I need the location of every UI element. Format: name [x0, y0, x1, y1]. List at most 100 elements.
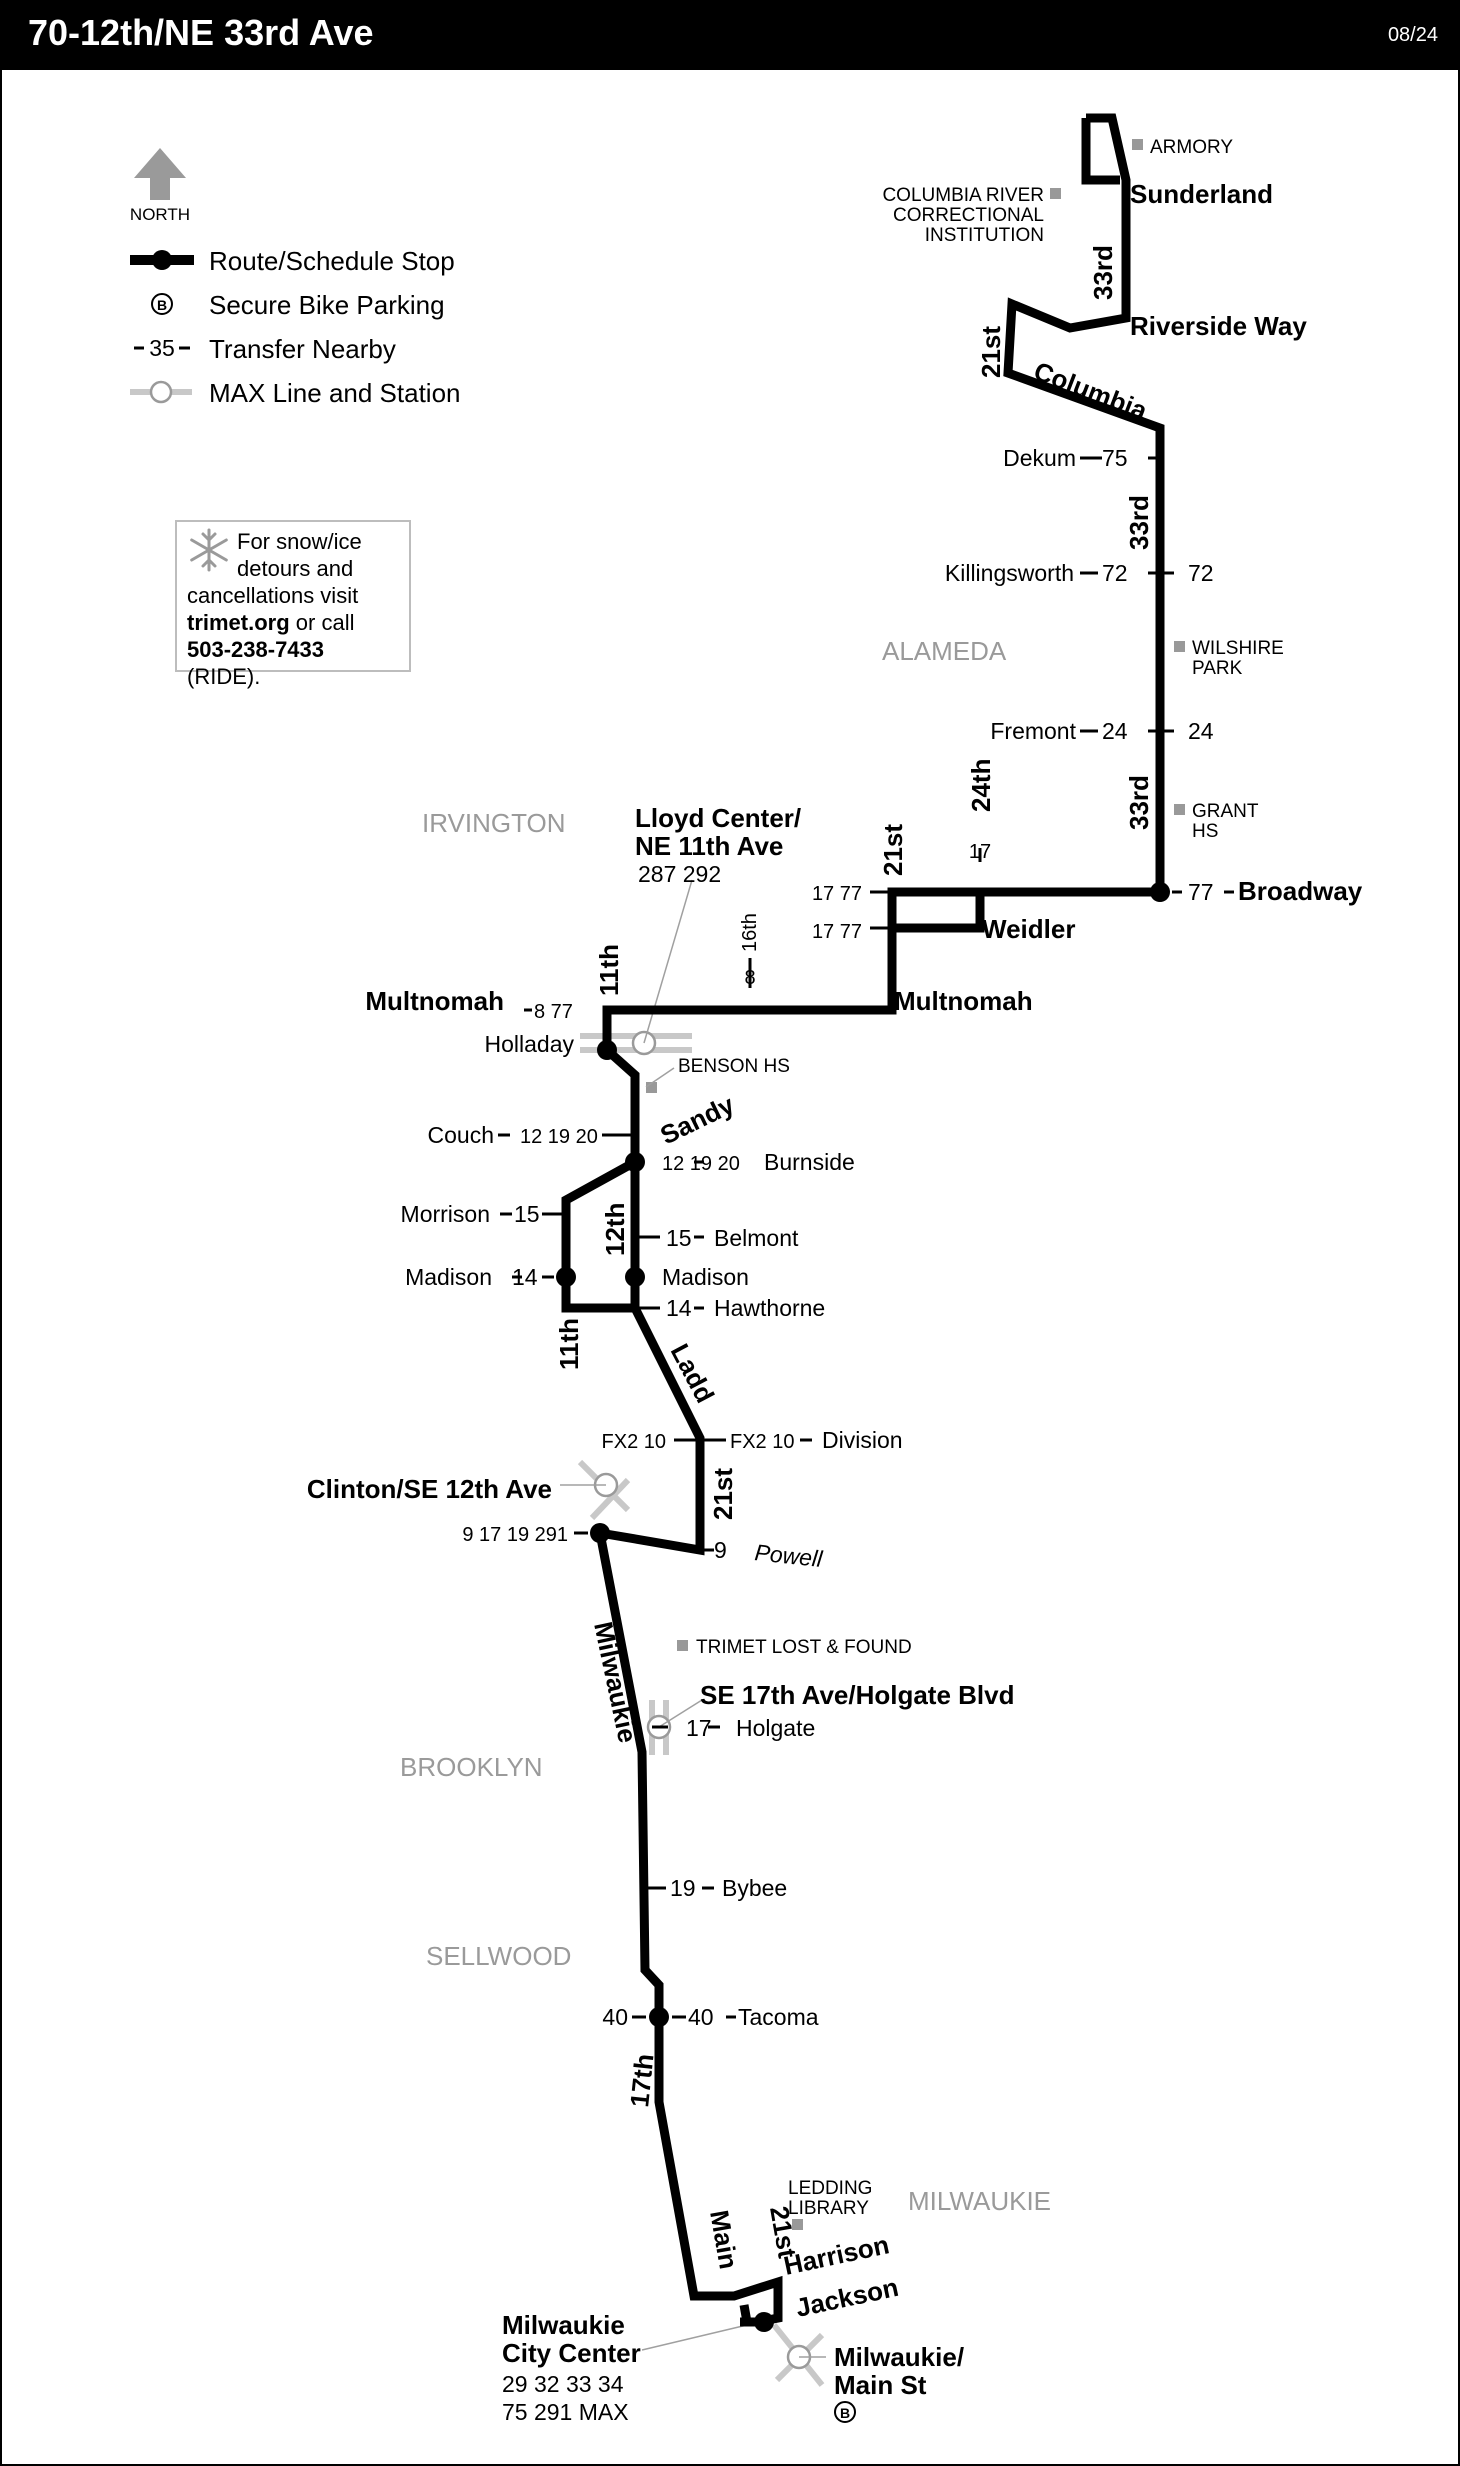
street-21st-broadway: 21st — [878, 824, 908, 876]
transfer-multnomah: 8 77 — [534, 1001, 573, 1023]
street-33rd-south: 33rd — [1124, 775, 1154, 830]
transfer-morrison: 15 — [514, 1201, 540, 1227]
street-jackson: Jackson — [793, 2272, 901, 2323]
legend-transfer-label: Transfer Nearby — [209, 334, 396, 364]
stop-madison-11th[interactable] — [556, 1267, 576, 1287]
street-sunderland: Sunderland — [1130, 179, 1273, 209]
north-arrow-icon — [134, 148, 186, 200]
transfer-16th: 8 — [744, 967, 755, 989]
street-16th: 16th — [739, 913, 761, 952]
street-madison-west: Madison — [405, 1264, 492, 1290]
hood-irvington: IRVINGTON — [422, 808, 566, 838]
poi-columbia-river: COLUMBIA RIVER — [882, 185, 1044, 206]
transfer-belmont: 15 — [666, 1225, 692, 1251]
svg-text:HS: HS — [1192, 821, 1218, 842]
street-fremont: Fremont — [990, 718, 1076, 744]
legend-stop-label: Route/Schedule Stop — [209, 246, 455, 276]
svg-text:INSTITUTION: INSTITUTION — [925, 225, 1044, 246]
route-stops — [556, 882, 1170, 2332]
street-multnomah-west: Multnomah — [365, 986, 504, 1016]
route-line-broadway — [602, 887, 1160, 1050]
transfer-weidler-21st: 17 77 — [812, 921, 862, 943]
street-dekum: Dekum — [1003, 445, 1076, 471]
bike-parking-legend-icon: B — [151, 293, 173, 315]
max-clinton-station — [577, 1459, 631, 1521]
street-11th-north: 11th — [594, 944, 624, 996]
station-milwaukie-main: Milwaukie/ — [834, 2342, 964, 2372]
transfer-division-left: FX2 10 — [602, 1431, 666, 1453]
neighborhood-labels: ALAMEDA IRVINGTON BROOKLYN SELLWOOD MILW… — [400, 636, 1051, 2216]
leader-lines — [560, 879, 826, 2358]
station-mcc-routes: 29 32 33 34 — [502, 2371, 624, 2397]
snow-line1: For snow/ice — [237, 529, 362, 554]
street-madison-east: Madison — [662, 1264, 749, 1290]
snow-ice-notice: For snow/ice detours and cancellations v… — [175, 520, 411, 689]
transfer-fremont-left: 24 — [1102, 718, 1128, 744]
svg-text:City Center: City Center — [502, 2338, 641, 2368]
station-lloyd-routes: 287 292 — [638, 861, 721, 887]
street-12th: 12th — [600, 1203, 630, 1256]
stop-tacoma[interactable] — [649, 2007, 669, 2027]
stop-burnside[interactable] — [625, 1152, 645, 1172]
transfer-holgate: 17 — [686, 1715, 712, 1741]
street-milwaukie: Milwaukie — [588, 1619, 643, 1745]
svg-text:Main St: Main St — [834, 2370, 927, 2400]
route-line-north — [1003, 113, 1165, 892]
street-killingsworth: Killingsworth — [945, 560, 1074, 586]
stop-milwaukie-city-center[interactable] — [754, 2312, 774, 2332]
hood-brooklyn: BROOKLYN — [400, 1752, 543, 1782]
bike-parking-icon: B — [834, 2401, 856, 2423]
svg-text:B: B — [840, 2405, 850, 2421]
max-lloyd-center-station — [580, 1030, 692, 1056]
street-sandy: Sandy — [655, 1089, 739, 1150]
transfer-clinton: 9 17 19 291 — [462, 1524, 568, 1546]
stop-holladay[interactable] — [597, 1040, 617, 1060]
route-line-weidler — [892, 892, 985, 933]
street-holgate: Holgate — [736, 1715, 815, 1741]
stop-broadway[interactable] — [1150, 882, 1170, 902]
title-bar: 70-12th/NE 33rd Ave 08/24 — [2, 0, 1458, 70]
route-line-south — [595, 1532, 783, 2327]
legend-bike-label: Secure Bike Parking — [209, 290, 445, 320]
street-33rd-mid: 33rd — [1124, 495, 1154, 550]
street-weidler: Weidler — [982, 914, 1075, 944]
map-date: 08/24 — [1387, 24, 1438, 46]
poi-grant-hs: GRANT — [1192, 801, 1259, 822]
street-morrison: Morrison — [401, 1201, 490, 1227]
stop-madison-12th[interactable] — [625, 1267, 645, 1287]
max-milwaukie-main-station — [771, 2323, 825, 2387]
snow-phone: 503-238-7433 — [187, 637, 325, 662]
street-21st-north: 21st — [976, 326, 1006, 378]
transfer-legend-icon: 35 — [134, 335, 190, 361]
transfer-broadway-21st: 17 77 — [812, 883, 862, 905]
station-labels: Lloyd Center/ NE 11th Ave 287 292 Clinto… — [307, 803, 1015, 2425]
transfer-numbers: 75 72 72 24 24 77 17 17 77 17 77 8 77 8 … — [462, 445, 1213, 2030]
poi-lost-found: TRIMET LOST & FOUND — [696, 1637, 912, 1658]
transfer-tacoma-left: 40 — [602, 2004, 628, 2030]
transfer-ticks — [498, 456, 1234, 2019]
street-labels: Sunderland Riverside Way 33rd 21st Colum… — [365, 179, 1362, 2323]
svg-text:NE 11th Ave: NE 11th Ave — [635, 831, 783, 861]
street-bybee: Bybee — [722, 1875, 787, 1901]
street-tacoma: Tacoma — [738, 2004, 819, 2030]
route-stop-legend-icon — [130, 250, 194, 270]
transfer-tacoma-right: 40 — [688, 2004, 714, 2030]
transfer-bybee: 19 — [670, 1875, 696, 1901]
svg-text:35: 35 — [149, 335, 175, 361]
street-ladd: Ladd — [665, 1339, 721, 1408]
transfer-kill-right: 72 — [1188, 560, 1214, 586]
transfer-burnside: 12 19 20 — [662, 1153, 740, 1175]
svg-text:PARK: PARK — [1192, 658, 1243, 679]
svg-text:LIBRARY: LIBRARY — [788, 2198, 869, 2219]
poi-wilshire-park: WILSHIRE — [1192, 638, 1284, 659]
transfer-powell: 9 — [714, 1537, 727, 1563]
max-legend-icon — [130, 380, 192, 404]
stop-clinton[interactable] — [590, 1523, 610, 1543]
station-clinton: Clinton/SE 12th Ave — [307, 1474, 552, 1504]
snow-site-link[interactable]: trimet.org — [187, 610, 290, 635]
station-holgate: SE 17th Ave/Holgate Blvd — [700, 1680, 1015, 1710]
poi-armory: ARMORY — [1150, 137, 1233, 158]
street-main: Main — [704, 2208, 744, 2272]
